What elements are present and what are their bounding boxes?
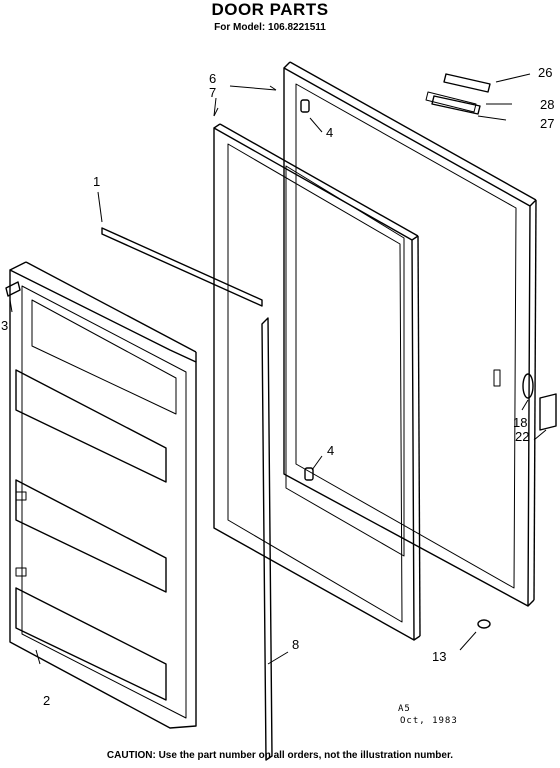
- callout-28: 28: [540, 97, 555, 112]
- hardware-part-27: [425, 91, 477, 113]
- callout-3: 3: [1, 318, 9, 333]
- stamp-line-1: A5: [398, 704, 411, 714]
- door-strip-part-8: [261, 317, 273, 761]
- door-panel-part-2: [9, 261, 197, 729]
- plug-part-13: [477, 619, 491, 629]
- stamp-date: Oct, 1983: [400, 716, 458, 726]
- page-title: DOOR PARTS: [211, 0, 329, 19]
- hinge-part-22: [539, 393, 557, 431]
- hinge-part-18: [522, 373, 534, 399]
- callout-13: 13: [432, 649, 447, 664]
- leader-lines: [9, 73, 547, 665]
- callout-4-bottom: 4: [327, 443, 335, 458]
- callout-7: 7: [209, 85, 217, 100]
- callout-27: 27: [540, 116, 555, 131]
- plug-part-4-bottom: [304, 467, 314, 481]
- caution-footer: CAUTION: Use the part number on all orde…: [106, 750, 454, 761]
- callout-1: 1: [93, 174, 101, 189]
- door-liner-part-7: [213, 123, 421, 641]
- callout-2: 2: [43, 693, 51, 708]
- callout-26: 26: [538, 65, 553, 80]
- callout-8: 8: [292, 637, 300, 652]
- callout-6: 6: [209, 71, 217, 86]
- door-strip-part-1: [101, 227, 263, 307]
- hinge-cap-part-3: [5, 281, 21, 297]
- callout-4-top: 4: [326, 125, 334, 140]
- plug-part-4-top: [300, 99, 310, 113]
- outer-door-frame-part-6: [283, 61, 537, 607]
- callout-22: 22: [515, 429, 530, 444]
- callout-18: 18: [513, 415, 528, 430]
- model-subtitle: For Model: 106.8221511: [214, 22, 326, 33]
- hardware-part-26: [443, 73, 491, 93]
